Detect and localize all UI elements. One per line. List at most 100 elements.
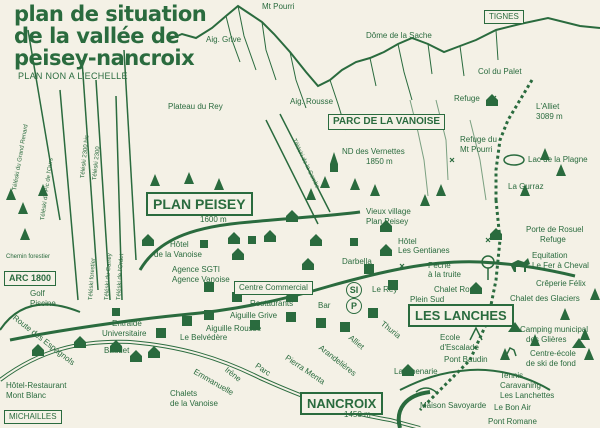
label-baudet: Baudet bbox=[104, 346, 130, 355]
label-equitation-2: Le Fer à Cheval bbox=[532, 261, 589, 270]
label-refuge-mt-pourri-1: Refuge du bbox=[460, 135, 497, 144]
label-nd-vernettes-alt: 1850 m bbox=[366, 157, 393, 166]
label-plateau-rey: Plateau du Rey bbox=[168, 102, 223, 111]
label-peche-2: à la truite bbox=[428, 270, 461, 279]
label-la-gurraz: La Gurraz bbox=[508, 182, 544, 191]
label-pont-romane: Pont Romane bbox=[488, 417, 537, 426]
label-nancroix-alt: 1450 m bbox=[344, 410, 371, 419]
bridge-arc bbox=[415, 387, 437, 393]
label-michailles: MICHAILLES bbox=[4, 410, 62, 424]
church-icon bbox=[330, 152, 338, 172]
skier-icon bbox=[505, 346, 517, 357]
tent-icon bbox=[508, 322, 522, 332]
label-plein-sud: Plein Sud bbox=[410, 295, 445, 304]
map-subtitle: PLAN NON A L'ECHELLE bbox=[18, 71, 128, 81]
label-centre-commercial: Centre Commercial bbox=[234, 281, 313, 295]
label-refuge: Refuge bbox=[454, 94, 480, 103]
label-tennis-2: Caravaning bbox=[500, 381, 541, 390]
label-la-chenarie: La Chenarie bbox=[394, 367, 438, 376]
peak-icon bbox=[469, 326, 483, 341]
label-le-bon-air: Le Bon Air bbox=[494, 403, 531, 412]
label-centre-ecole-1: Centre-école bbox=[530, 349, 576, 358]
label-lac-plagne: Lac de la Plagne bbox=[528, 155, 588, 164]
road-curve-left bbox=[0, 303, 81, 331]
map-title-line-3: peisey-nancroix bbox=[14, 46, 195, 70]
label-golf: Golf bbox=[30, 289, 45, 298]
label-camping-2: des Glières bbox=[526, 335, 567, 344]
label-tignes: TIGNES bbox=[484, 10, 524, 24]
tent-icon-2 bbox=[572, 338, 586, 348]
label-ecole-escalade-1: Ecole bbox=[440, 333, 461, 342]
road-main bbox=[9, 260, 576, 342]
label-piscine: Piscine bbox=[30, 299, 56, 308]
info-si-icon: SI bbox=[346, 282, 362, 298]
label-entraide-1: Entraide bbox=[112, 319, 142, 328]
label-peche-1: Pêche bbox=[428, 261, 451, 270]
label-nancroix: NANCROIX bbox=[300, 392, 384, 415]
lake-icon bbox=[503, 154, 525, 166]
label-le-belvedere: Le Belvédère bbox=[180, 333, 228, 342]
label-hotel-gentianes-1: Hôtel bbox=[398, 237, 417, 246]
mountain-ridge bbox=[167, 4, 600, 88]
ski-lift-lines bbox=[27, 29, 331, 301]
label-equitation-1: Equitation bbox=[532, 251, 568, 260]
label-maison-savoyarde: Maison Savoyarde bbox=[420, 401, 487, 410]
label-chalets-vanoise-2: de la Vanoise bbox=[170, 399, 218, 408]
label-camping-1: Camping municipal bbox=[520, 325, 589, 334]
label-col-palet: Col du Palet bbox=[478, 67, 522, 76]
buildings bbox=[112, 236, 398, 338]
label-refuge-rosuel: Refuge bbox=[540, 235, 566, 244]
road-nancroix bbox=[399, 368, 551, 391]
label-parc-vanoise: PARC DE LA VANOISE bbox=[328, 114, 446, 130]
label-vieux-village-2: Plan Peisey bbox=[366, 217, 409, 226]
label-chemin-forestier: Chemin forestier bbox=[6, 254, 51, 260]
label-refuge-mt-pourri-2: Mt Pourri bbox=[460, 145, 493, 154]
label-chalets-vanoise-1: Chalets bbox=[170, 389, 198, 398]
map-title-line-2: de la vallée de bbox=[14, 24, 180, 48]
label-tennis-3: Les Lanchettes bbox=[500, 391, 555, 400]
label-pont-baudin: Pont Baudin bbox=[444, 355, 488, 364]
label-chalet-rose: Chalet Rose bbox=[434, 285, 479, 294]
label-nd-vernettes: ND des Vernettes bbox=[342, 147, 405, 156]
label-lalliet-alt: 3089 m bbox=[536, 112, 563, 121]
label-vieux-village-1: Vieux village bbox=[366, 207, 411, 216]
label-agence-2: Agence Vanoise bbox=[172, 275, 230, 284]
label-entraide-2: Universitaire bbox=[102, 329, 147, 338]
map-title-line-1: plan de situation bbox=[14, 2, 207, 26]
label-aiguille-rousse: Aiguille Rousse bbox=[206, 324, 262, 333]
label-lalliet: L'Alliet bbox=[536, 102, 560, 111]
label-creperie: Crêperie Félix bbox=[536, 279, 586, 288]
trail-col-palet bbox=[494, 79, 534, 200]
label-les-lanches: LES LANCHES bbox=[408, 304, 514, 327]
label-bar: Bar bbox=[318, 301, 331, 310]
label-aig-grive: Aig. Grive bbox=[206, 35, 242, 44]
label-mt-pourri: Mt Pourri bbox=[262, 2, 295, 11]
chalet-icons bbox=[32, 94, 502, 376]
road-plan-peisey bbox=[138, 210, 361, 271]
mountain-ridge-shading bbox=[225, 5, 499, 131]
label-centre-ecole-2: de ski de fond bbox=[526, 359, 576, 368]
label-hotel-gentianes-2: Les Gentianes bbox=[398, 246, 450, 255]
label-hotel-vanoise-2: de la Vanoise bbox=[154, 250, 202, 259]
label-aig-rousse: Aig. Rousse bbox=[290, 97, 334, 106]
label-plan-peisey-alt: 1600 m bbox=[200, 215, 227, 224]
label-tennis-1: Tennis bbox=[500, 371, 524, 380]
label-chalet-glaciers: Chalet des Glaciers bbox=[510, 294, 580, 303]
road-ring bbox=[396, 390, 431, 428]
label-hotel-mont-blanc-2: Mont Blanc bbox=[6, 391, 47, 400]
label-darbella: Darbella bbox=[342, 257, 372, 266]
label-restaurants: Restaurants bbox=[250, 299, 294, 308]
label-dome-sache: Dôme de la Sache bbox=[366, 31, 432, 40]
label-aiguille-grive: Aiguille Grive bbox=[230, 311, 278, 320]
label-porte-rosuel: Porte de Rosuel bbox=[526, 225, 584, 234]
label-agence-1: Agence SGTI bbox=[172, 265, 221, 274]
label-arc-1800: ARC 1800 bbox=[4, 271, 57, 286]
parking-icon: P bbox=[346, 298, 362, 314]
horse-icon bbox=[510, 258, 530, 272]
label-plan-peisey: PLAN PEISEY bbox=[146, 192, 253, 216]
label-le-rey: Le Rey bbox=[372, 285, 398, 294]
label-hotel-vanoise-1: Hôtel bbox=[170, 240, 189, 249]
label-hotel-mont-blanc-1: Hôtel-Restaurant bbox=[6, 381, 67, 390]
